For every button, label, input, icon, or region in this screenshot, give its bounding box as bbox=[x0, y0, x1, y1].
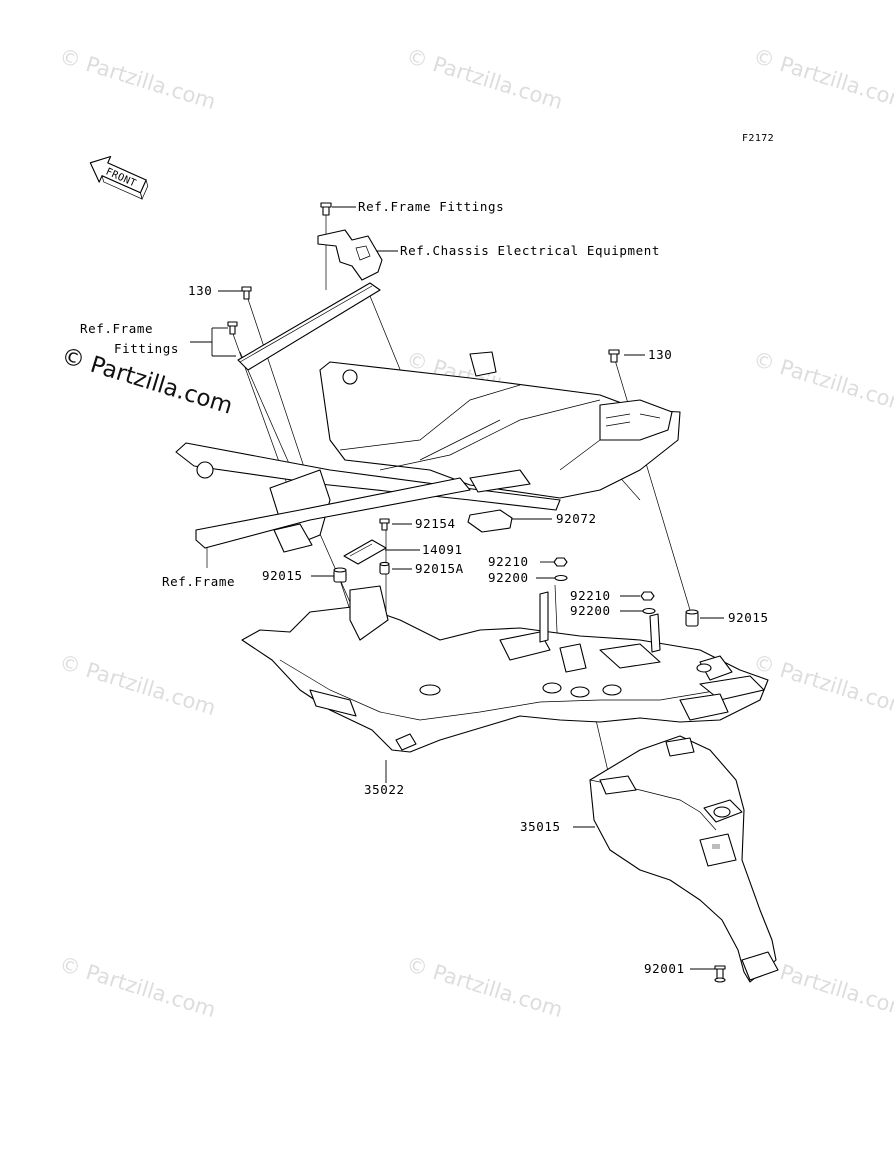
callout-ref-frame-left: Ref.Frame bbox=[80, 321, 153, 336]
watermark: © Partzilla.com bbox=[404, 44, 566, 114]
callout-ref-frame-fittings-top: Ref.Frame Fittings bbox=[358, 199, 504, 214]
collar-92015-left-icon bbox=[333, 567, 347, 583]
callout-92210-b: 92210 bbox=[570, 588, 611, 603]
callout-92015A: 92015A bbox=[415, 561, 464, 576]
plate-92072 bbox=[467, 509, 513, 533]
washer-92200-a-icon bbox=[554, 574, 568, 582]
callout-ref-frame: Ref.Frame bbox=[162, 574, 235, 589]
collar-92015A-icon bbox=[379, 561, 390, 575]
watermark: © Partzilla.com bbox=[57, 44, 219, 114]
callout-14091: 14091 bbox=[422, 542, 463, 557]
watermark: © Partzilla.com bbox=[751, 347, 894, 417]
diagram-id: F2172 bbox=[742, 133, 774, 144]
clip-14091 bbox=[343, 539, 387, 565]
callout-92015-left: 92015 bbox=[262, 568, 303, 583]
callout-92154: 92154 bbox=[415, 516, 456, 531]
callout-92210-a: 92210 bbox=[488, 554, 529, 569]
callout-92001: 92001 bbox=[644, 961, 685, 976]
nut-92210-a-icon bbox=[553, 557, 568, 567]
washer-92200-b-icon bbox=[642, 607, 656, 615]
collar-92015-right-icon bbox=[685, 609, 699, 627]
callout-labels: Ref.Frame Fittings Ref.Chassis Electrica… bbox=[80, 199, 769, 976]
callout-ref-chassis-electrical: Ref.Chassis Electrical Equipment bbox=[400, 243, 660, 258]
callout-92015-right: 92015 bbox=[728, 610, 769, 625]
bolt-92154-icon bbox=[379, 518, 390, 531]
callout-35015: 35015 bbox=[520, 819, 561, 834]
watermark: © Partzilla.com bbox=[57, 952, 219, 1022]
nut-92210-b-icon bbox=[640, 591, 655, 601]
bolt-130-right-icon bbox=[608, 349, 620, 363]
bolt-130-left-icon bbox=[241, 286, 252, 300]
bolt-frame-fittings-left-icon bbox=[227, 321, 238, 335]
callout-35022: 35022 bbox=[364, 782, 405, 797]
watermark: © Partzilla.com bbox=[751, 650, 894, 720]
rear-subframe bbox=[175, 351, 681, 553]
bolt-frame-fittings-top-icon bbox=[320, 202, 332, 216]
watermark: © Partzilla.com bbox=[751, 44, 894, 114]
front-arrow-icon: FRONT bbox=[89, 155, 149, 201]
callout-92200-a: 92200 bbox=[488, 570, 529, 585]
callout-fittings-left: Fittings bbox=[114, 341, 179, 356]
inner-fender-35022 bbox=[241, 585, 769, 753]
callout-92200-b: 92200 bbox=[570, 603, 611, 618]
callout-92072: 92072 bbox=[556, 511, 597, 526]
callout-130-left: 130 bbox=[188, 283, 212, 298]
watermarks: © Partzilla.com © Partzilla.com © Partzi… bbox=[57, 44, 894, 1022]
callout-130-right: 130 bbox=[648, 347, 672, 362]
bolt-92001-icon bbox=[714, 965, 726, 983]
watermark: © Partzilla.com bbox=[57, 650, 219, 720]
electrical-bracket bbox=[317, 229, 383, 281]
seat-stay-bar bbox=[237, 282, 381, 371]
watermark: © Partzilla.com bbox=[404, 952, 566, 1022]
rear-fender-35015 bbox=[589, 735, 779, 983]
